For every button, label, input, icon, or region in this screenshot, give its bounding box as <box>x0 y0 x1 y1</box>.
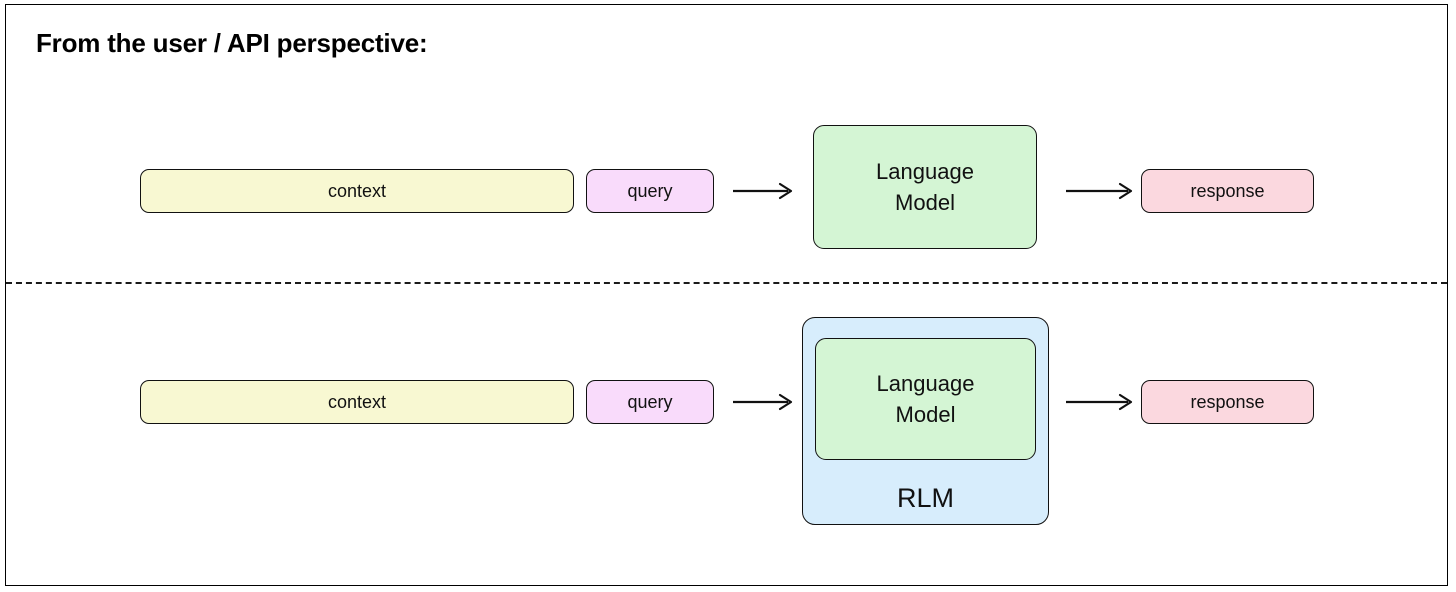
language-model-label: Language Model <box>877 368 975 430</box>
response-label: response <box>1190 180 1265 201</box>
language-model-label-line2: Model <box>895 402 956 427</box>
query-label: query <box>627 391 673 412</box>
query-label: query <box>627 180 673 201</box>
language-model-label-line2: Model <box>895 190 955 215</box>
language-model-box-top: Language Model <box>813 125 1037 249</box>
page-frame <box>5 4 1448 586</box>
response-box-top: response <box>1141 169 1314 213</box>
arrow-right-icon-top-out <box>1066 180 1136 202</box>
rlm-container-box: Language Model RLM <box>802 317 1049 525</box>
language-model-box-bottom: Language Model <box>815 338 1036 460</box>
rlm-label: RLM <box>896 483 954 513</box>
language-model-label-line1: Language <box>876 370 975 396</box>
query-box-bottom: query <box>586 380 714 424</box>
language-model-label: Language Model <box>876 156 974 218</box>
context-box-top: context <box>140 169 574 213</box>
response-box-bottom: response <box>1141 380 1314 424</box>
query-box-top: query <box>586 169 714 213</box>
response-label: response <box>1190 391 1265 412</box>
context-label: context <box>327 391 387 412</box>
page-title: From the user / API perspective: <box>36 28 428 58</box>
arrow-right-icon-bottom-out <box>1066 391 1136 413</box>
language-model-label-line1: Language <box>876 158 974 184</box>
horizontal-dashed-separator <box>6 282 1447 284</box>
context-box-bottom: context <box>140 380 574 424</box>
arrow-right-icon-bottom-in <box>733 391 795 413</box>
context-label: context <box>327 180 387 201</box>
arrow-right-icon-top-in <box>733 180 795 202</box>
